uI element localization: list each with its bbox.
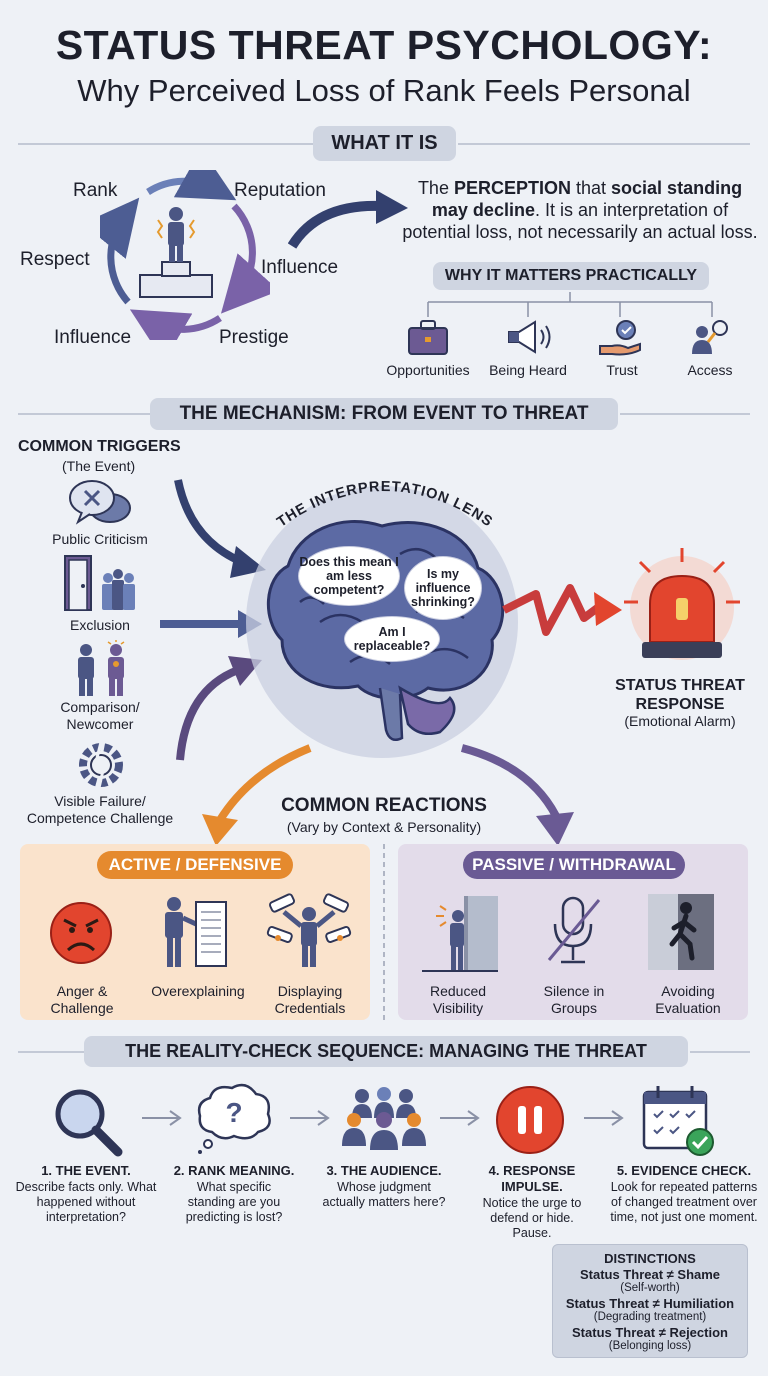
distinctions-box bbox=[552, 1244, 748, 1358]
cycle-label-rank: Rank bbox=[73, 180, 118, 201]
thought-bubble-competence: Does this mean I am less competent? bbox=[298, 546, 400, 606]
step-desc-audience: Whose judgment actually matters here? bbox=[322, 1180, 446, 1209]
response-title: STATUS THREAT RESPONSE bbox=[615, 677, 745, 713]
section-divider bbox=[458, 143, 750, 145]
pause-icon bbox=[496, 1086, 564, 1154]
panel-divider bbox=[383, 844, 385, 1020]
megaphone-icon bbox=[508, 320, 551, 354]
audience-group-icon bbox=[342, 1087, 426, 1150]
why-connector-lines bbox=[427, 292, 713, 317]
reaction-label-overexplaining: Overexplaining bbox=[151, 983, 245, 999]
reaction-arrows bbox=[202, 744, 574, 846]
reactions-heading: COMMON REACTIONS bbox=[281, 795, 487, 816]
distinction-rejection-note: (Belonging loss) bbox=[608, 1340, 692, 1352]
step-desc-event: Describe facts only. What happened witho… bbox=[15, 1180, 157, 1224]
thought-bubble-replaceable: Am I replaceable? bbox=[344, 616, 440, 662]
step-title-response-impulse: 4. RESPONSE IMPULSE. bbox=[488, 1163, 576, 1194]
definition-arrow-icon bbox=[288, 190, 408, 249]
trigger-label-visible-failure: Visible Failure/ Competence Challenge bbox=[26, 793, 174, 826]
why-label-access: Access bbox=[687, 362, 733, 378]
why-label-trust: Trust bbox=[606, 362, 638, 378]
triggers-subtitle: (The Event) bbox=[62, 458, 136, 474]
section-divider bbox=[690, 1051, 750, 1053]
exclusion-door-icon bbox=[64, 555, 135, 611]
page-subtitle: Why Perceived Loss of Rank Feels Persona… bbox=[77, 73, 691, 108]
cycle-label-influence-right: Influence bbox=[261, 257, 339, 278]
definition-text: The PERCEPTION that social standing may … bbox=[402, 178, 758, 242]
page-title: STATUS THREAT PSYCHOLOGY: bbox=[55, 22, 713, 68]
reactions-subtitle: (Vary by Context & Personality) bbox=[286, 819, 482, 835]
step-desc-rank-meaning: What specific standing are you predictin… bbox=[185, 1180, 283, 1224]
lens-label: THE INTERPRETATION LENS bbox=[274, 479, 494, 531]
svg-text:THE INTERPRETATION LENS: THE INTERPRETATION LENS bbox=[274, 479, 495, 531]
avoiding-evaluation-walker-icon bbox=[648, 894, 714, 970]
why-label-opportunities: Opportunities bbox=[386, 362, 470, 378]
calendar-check-icon bbox=[642, 1086, 714, 1156]
cycle-label-prestige: Prestige bbox=[219, 327, 289, 348]
overexplaining-scroll-icon bbox=[165, 897, 227, 967]
broken-gear-icon bbox=[79, 741, 123, 789]
step-title-event: 1. THE EVENT. bbox=[41, 1163, 131, 1178]
passive-withdrawal-tag: PASSIVE / WITHDRAWAL bbox=[463, 851, 685, 879]
why-it-matters-heading: WHY IT MATTERS PRACTICALLY bbox=[433, 262, 709, 290]
section-divider bbox=[18, 1051, 88, 1053]
response-subtitle: (Emotional Alarm) bbox=[624, 713, 736, 729]
section-heading-mechanism: THE MECHANISM: FROM EVENT TO THREAT bbox=[150, 398, 618, 430]
why-label-being-heard: Being Heard bbox=[489, 362, 567, 378]
trigger-label-comparison: Comparison/ Newcomer bbox=[60, 699, 140, 732]
reaction-label-reduced-visibility: Reduced Visibility bbox=[429, 983, 487, 1016]
access-key-icon bbox=[692, 320, 728, 354]
step-title-evidence-check: 5. EVIDENCE CHECK. bbox=[616, 1163, 752, 1178]
lens-label-arc: THE INTERPRETATION LENS bbox=[274, 479, 495, 531]
cycle-label-reputation: Reputation bbox=[234, 180, 326, 201]
step-arrow-icon bbox=[584, 1110, 624, 1126]
angry-face-icon bbox=[50, 902, 112, 964]
step-arrow-icon bbox=[142, 1110, 182, 1126]
distinctions-title: DISTINCTIONS bbox=[604, 1251, 696, 1266]
distinction-humiliation-note: (Degrading treatment) bbox=[593, 1311, 707, 1323]
question-thought-icon: ? bbox=[197, 1083, 271, 1154]
distinction-humiliation: Status Threat ≠ Humiliation bbox=[565, 1296, 735, 1311]
status-cycle-diagram bbox=[100, 170, 270, 340]
credentials-diplomas-icon bbox=[266, 893, 352, 967]
reaction-label-anger: Anger & Challenge bbox=[50, 983, 114, 1016]
step-arrow-icon bbox=[290, 1110, 330, 1126]
reduced-visibility-wall-icon bbox=[422, 896, 498, 972]
reaction-label-silence: Silence in Groups bbox=[543, 983, 605, 1016]
trust-hand-icon bbox=[599, 320, 641, 356]
comparison-newcomer-icon bbox=[78, 640, 125, 696]
section-divider bbox=[18, 143, 318, 145]
step-title-rank-meaning: 2. RANK MEANING. bbox=[173, 1163, 295, 1178]
trigger-label-public-criticism: Public Criticism bbox=[52, 531, 148, 547]
step-desc-evidence-check: Look for repeated patterns of changed tr… bbox=[610, 1180, 758, 1224]
criticism-speech-bubble-icon bbox=[69, 480, 131, 525]
svg-text:?: ? bbox=[225, 1097, 242, 1128]
reaction-label-avoiding-evaluation: Avoiding Evaluation bbox=[655, 983, 721, 1016]
alarm-siren-icon bbox=[624, 548, 740, 660]
section-divider bbox=[18, 413, 158, 415]
triggers-title: COMMON TRIGGERS bbox=[18, 438, 181, 455]
lightning-arrow-icon bbox=[502, 584, 622, 636]
cycle-label-influence-bottom: Influence bbox=[54, 327, 132, 348]
step-title-audience: 3. THE AUDIENCE. bbox=[326, 1163, 442, 1178]
distinction-shame-note: (Self-worth) bbox=[620, 1282, 680, 1294]
section-heading-reality-check: THE REALITY-CHECK SEQUENCE: MANAGING THE… bbox=[84, 1036, 688, 1067]
section-heading-what-it-is: WHAT IT IS bbox=[313, 126, 456, 161]
briefcase-icon bbox=[408, 320, 448, 355]
step-desc-response-impulse: Notice the urge to defend or hide. Pause… bbox=[482, 1196, 582, 1240]
trigger-label-exclusion: Exclusion bbox=[70, 617, 130, 633]
cycle-label-respect: Respect bbox=[20, 249, 90, 270]
active-defensive-tag: ACTIVE / DEFENSIVE bbox=[97, 851, 293, 879]
thought-bubble-influence: Is my influence shrinking? bbox=[404, 556, 482, 620]
distinction-shame: Status Threat ≠ Shame bbox=[579, 1267, 721, 1282]
reaction-label-credentials: Displaying Credentials bbox=[274, 983, 346, 1016]
magnifier-icon bbox=[55, 1089, 123, 1157]
distinction-rejection: Status Threat ≠ Rejection bbox=[572, 1325, 728, 1340]
step-arrow-icon bbox=[440, 1110, 480, 1126]
section-divider bbox=[620, 413, 750, 415]
muted-microphone-icon bbox=[547, 896, 601, 964]
